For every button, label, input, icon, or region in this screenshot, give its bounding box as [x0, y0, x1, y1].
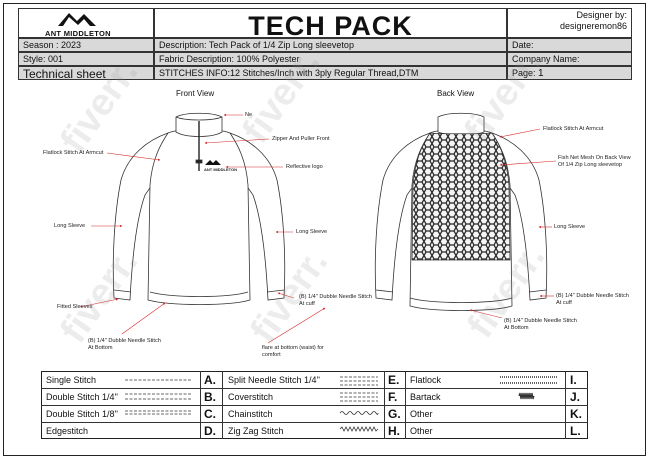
page-label: Page: — [512, 68, 536, 78]
chest-logo-text: ANT MIDDLETON — [204, 167, 238, 172]
page-title: TECH PACK — [154, 8, 507, 38]
legend-letter-k: K. — [570, 407, 582, 421]
stitch-sample-bartack — [518, 392, 535, 400]
brand-name: ANT MIDDLETON — [45, 29, 111, 38]
note-cuff-front: (B) 1/4" Dubble Needle Stitch At cuff — [299, 294, 372, 307]
logo-cell: ANT MIDDLETON — [18, 8, 154, 38]
note-cuff-back: (B) 1/4" Dubble Needle Stitch At cuff — [556, 293, 629, 306]
note-flare: flare at bottom (waist) for comfort — [262, 345, 324, 358]
legend-letter-h: H. — [388, 424, 400, 438]
legend-letter-l: L. — [570, 424, 581, 438]
stitch-sample-split-needle — [340, 376, 378, 386]
stitch-sample-zigzag — [339, 426, 379, 432]
note-zipper: Zipper And Puller Front — [272, 136, 330, 142]
legend-letter-e: E. — [388, 373, 400, 387]
note-neck: Ne — [245, 112, 253, 118]
designer-name: designeremon86 — [559, 21, 627, 31]
garment-drawings — [79, 112, 557, 344]
season-cell: Season : 2023 — [18, 38, 154, 52]
date-cell: Date: — [507, 38, 632, 52]
legend-letter-b: B. — [204, 390, 216, 404]
description-cell: Description: Tech Pack of 1/4 Zip Long s… — [154, 38, 507, 52]
legend-divider — [384, 371, 385, 439]
legend-label-flatlock: Flatlock — [410, 375, 442, 385]
page-cell: Page: 1 — [507, 66, 632, 80]
sheet-type-cell: Technical sheet — [18, 66, 154, 80]
legend-label-double-stitch-quarter: Double Stitch 1/4'' — [46, 392, 118, 402]
legend-label-zigzag: Zig Zag Stitch — [228, 426, 284, 436]
note-long-sleeve-back: Long Sleeve — [554, 224, 586, 230]
note-reflective-logo: Reflective logo — [286, 164, 323, 170]
legend-divider — [405, 371, 406, 439]
mountain-logo-icon — [58, 13, 96, 26]
legend-letter-i: I. — [570, 373, 577, 387]
legend-label-edgestitch: Edgestitch — [46, 426, 89, 436]
note-flatlock-back: Flatlock Stitch At Armcut — [543, 126, 604, 132]
legend-label-double-stitch-eighth: Double Stitch 1/8'' — [46, 409, 118, 419]
legend-letter-c: C. — [204, 407, 216, 421]
stitch-sample-coverstitch — [340, 392, 378, 402]
designer-cell: Designer by: designeremon86 — [507, 8, 632, 38]
legend-label-other-1: Other — [410, 409, 433, 419]
note-long-sleeve-left: Long Sleeve — [54, 223, 86, 229]
back-view-label: Back View — [437, 89, 475, 98]
note-bottom-front: (B) 1/4" Dubble Needle Stitch At Bottom — [88, 338, 161, 351]
legend-divider — [41, 405, 588, 406]
note-long-sleeve-front: Long Sleeve — [296, 229, 328, 235]
legend-letter-a: A. — [204, 373, 216, 387]
chest-logo-icon — [205, 160, 221, 165]
note-fitted-sleeves: Fitted Sleeves — [57, 304, 93, 310]
legend-letter-g: G. — [388, 407, 401, 421]
stitch-sample-double-eighth — [125, 410, 192, 415]
legend-label-single-stitch: Single Stitch — [46, 375, 97, 385]
stitch-sample-flatlock — [500, 376, 558, 384]
designer-label: Designer by: — [576, 10, 627, 20]
back-garment — [374, 112, 548, 311]
note-mesh: Fish Net Mesh On Back View Of 1/4 Zip Lo… — [558, 155, 631, 168]
stitch-sample-chainstitch — [339, 411, 379, 415]
legend-label-coverstitch: Coverstitch — [228, 392, 274, 402]
legend-letter-f: F. — [388, 390, 398, 404]
page-number: 1 — [538, 68, 544, 79]
legend-letter-d: D. — [204, 424, 216, 438]
legend-label-bartack: Bartack — [410, 392, 441, 402]
legend-divider — [222, 371, 223, 439]
callout-arrows — [79, 113, 557, 344]
legend-divider — [41, 388, 588, 389]
front-view-label: Front View — [176, 89, 215, 98]
legend-divider — [565, 371, 566, 439]
legend-letter-j: J. — [570, 390, 581, 404]
stitches-cell: STITCHES INFO:12 Stitches/Inch with 3ply… — [154, 66, 507, 80]
front-garment — [112, 112, 286, 305]
legend-divider — [200, 371, 201, 439]
style-cell: Style: 001 — [18, 52, 154, 66]
legend-label-split-needle: Split Needle Stitch 1/4'' — [228, 375, 320, 385]
legend-label-other-2: Other — [410, 426, 433, 436]
legend-label-chainstitch: Chainstitch — [228, 409, 273, 419]
legend-divider — [41, 422, 588, 423]
company-cell: Company Name: — [507, 52, 632, 66]
stitch-sample-double-quarter — [125, 393, 192, 400]
fabric-cell: Fabric Description: 100% Polyester — [154, 52, 507, 66]
note-flatlock-front: Flatlock Stitch At Armcut — [43, 150, 104, 156]
sheet-border — [3, 3, 646, 456]
note-bottom-back: (B) 1/4" Dubble Needle Stitch At Bottom — [504, 318, 577, 331]
